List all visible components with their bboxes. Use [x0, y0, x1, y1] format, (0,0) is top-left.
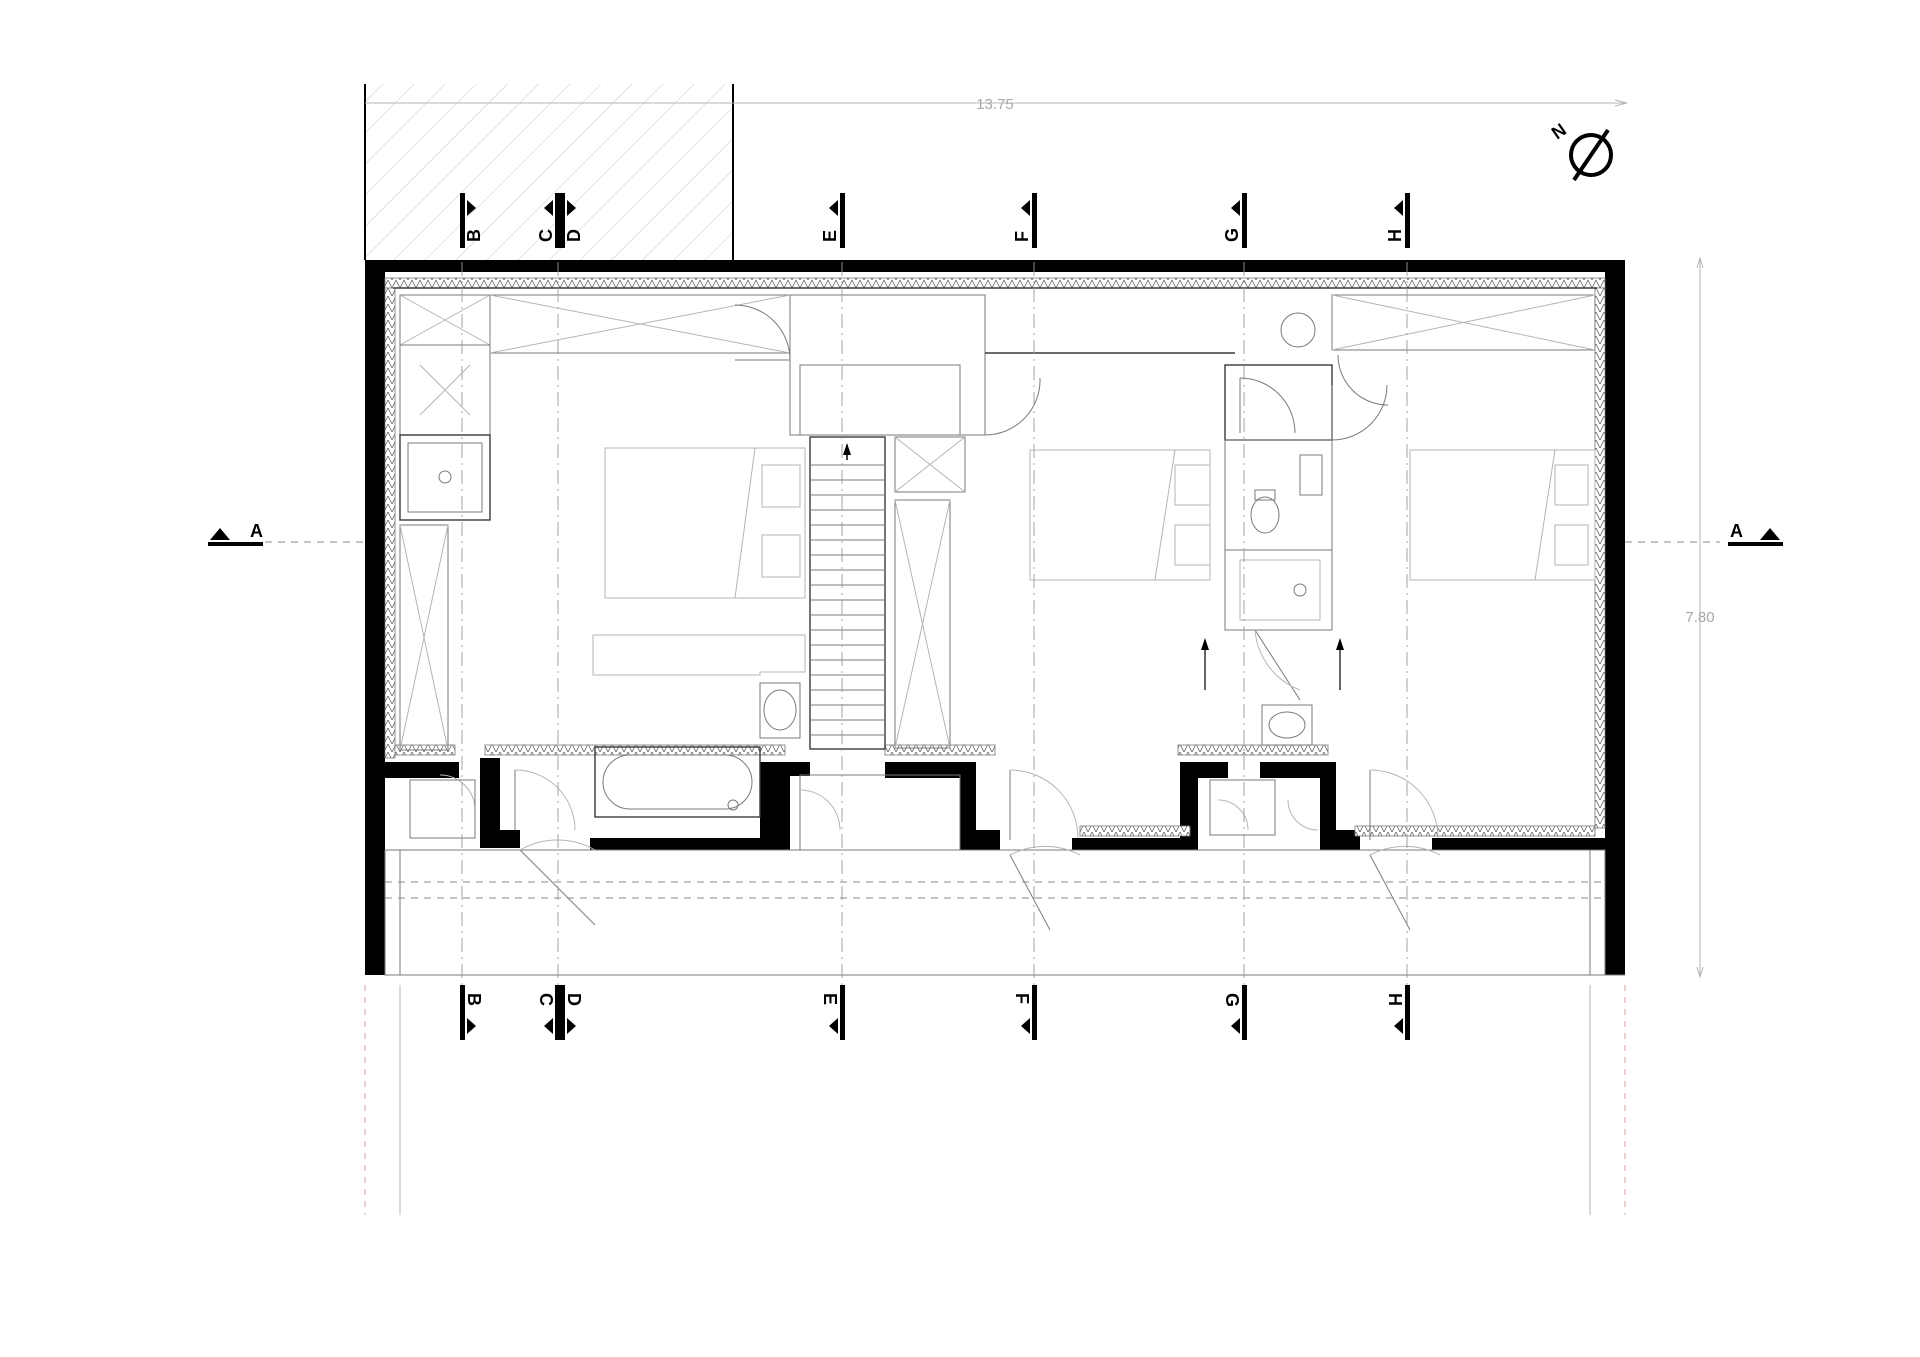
section-marker-e-bottom: E	[820, 985, 845, 1040]
section-e-top-label: E	[820, 230, 840, 242]
depth-dimension-line: 7.80	[1685, 256, 1715, 979]
left-bed	[604, 447, 806, 599]
section-a-left-label: A	[250, 521, 263, 541]
section-d-top-label: D	[564, 229, 584, 242]
section-f-top-label: F	[1012, 231, 1032, 242]
section-a-right-label: A	[1730, 521, 1743, 541]
section-marker-c-bottom: C	[536, 985, 560, 1040]
section-marker-b-top: B	[460, 193, 484, 248]
section-h-bottom-label: H	[1385, 993, 1405, 1006]
width-dimension-label: 13.75	[976, 96, 1014, 113]
section-e-bottom-label: E	[820, 993, 840, 1005]
section-b-top-label: B	[464, 229, 484, 242]
section-c-bottom-label: C	[536, 993, 556, 1006]
section-marker-a-right: A	[1728, 521, 1783, 546]
section-marker-a-left: A	[208, 521, 263, 546]
section-f-bottom-label: F	[1012, 993, 1032, 1004]
section-marker-b-bottom: B	[460, 985, 484, 1040]
stair-core	[789, 294, 986, 851]
section-marker-d-top: D	[560, 193, 584, 248]
middle-room	[984, 352, 1235, 931]
section-grid-lines	[461, 262, 1408, 985]
south-walls	[385, 744, 1605, 850]
section-marker-f-top: F	[1012, 193, 1037, 248]
north-arrow-icon: N	[1548, 119, 1613, 182]
section-h-top-label: H	[1385, 229, 1405, 242]
left-doors	[409, 304, 791, 926]
left-storage	[399, 294, 791, 751]
section-marker-e-top: E	[820, 193, 845, 248]
section-marker-d-bottom: D	[560, 985, 584, 1040]
section-marker-g-bottom: G	[1222, 985, 1247, 1040]
section-b-bottom-label: B	[464, 993, 484, 1006]
section-c-top-label: C	[536, 229, 556, 242]
width-dimension-line: 13.75	[365, 96, 1628, 113]
exterior-walls	[365, 260, 1625, 976]
north-label: N	[1548, 119, 1570, 143]
section-g-bottom-label: G	[1222, 993, 1242, 1007]
right-room	[1331, 294, 1596, 931]
central-bathroom	[1201, 312, 1389, 836]
section-marker-h-bottom: H	[1385, 985, 1410, 1040]
depth-dimension-label: 7.80	[1685, 609, 1714, 626]
section-marker-g-top: G	[1222, 193, 1247, 248]
section-g-top-label: G	[1222, 228, 1242, 242]
section-d-bottom-label: D	[564, 993, 584, 1006]
neighbor-plot-hatch	[364, 84, 734, 260]
section-marker-c-top: C	[536, 193, 560, 248]
left-bathroom-fixtures	[592, 634, 806, 818]
section-marker-h-top: H	[1385, 193, 1410, 248]
balcony	[364, 849, 1626, 1215]
section-marker-f-bottom: F	[1012, 985, 1037, 1040]
